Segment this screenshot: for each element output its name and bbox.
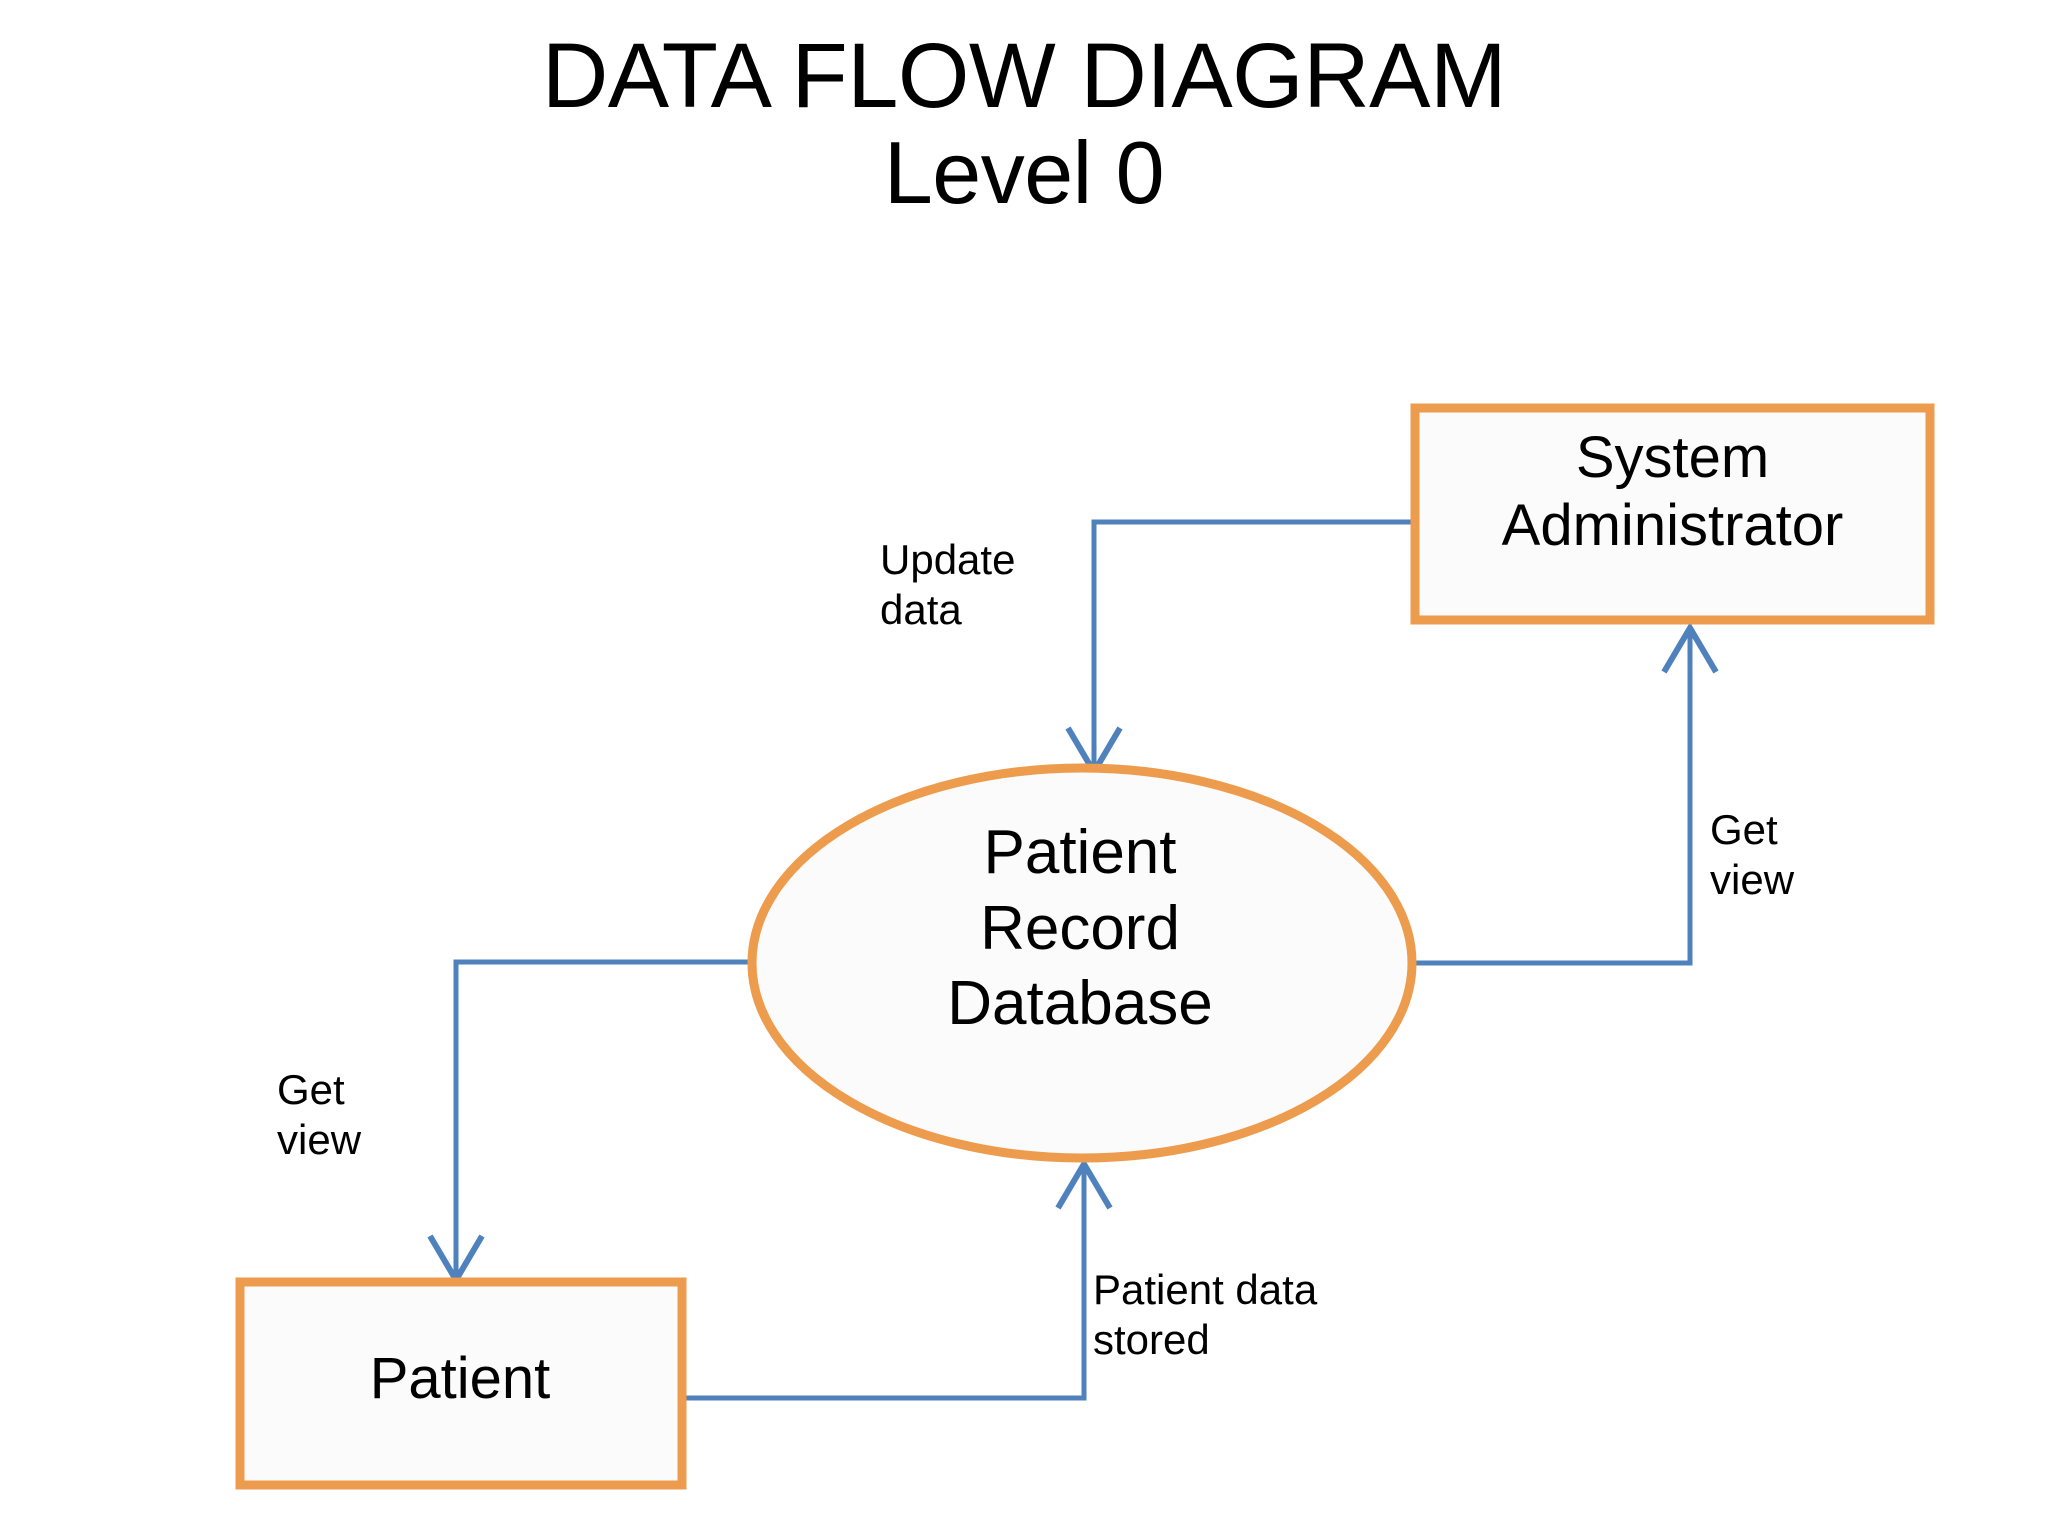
node-patient[interactable] (235, 1277, 687, 1490)
flow-update-data-connector[interactable] (1065, 519, 1415, 778)
title-line-1: DATA FLOW DIAGRAM (541, 25, 1507, 127)
flow-get-view-admin-arrowhead (1661, 622, 1719, 674)
title-line-2: Level 0 (883, 122, 1165, 222)
flow-get-view-admin-line (1412, 632, 1693, 966)
page-title: DATA FLOW DIAGRAM Level 0 (0, 25, 2048, 222)
node-layer (235, 403, 1935, 1490)
flow-patient-data-stored-arrowhead (1055, 1158, 1113, 1210)
flow-update-data-line (1091, 519, 1415, 768)
node-system-administrator[interactable] (1410, 403, 1935, 625)
flow-get-view-patient-line (453, 959, 752, 1276)
node-patient-record-database[interactable] (747, 763, 1417, 1163)
flow-get-view-patient-connector[interactable] (427, 959, 752, 1286)
flow-patient-data-stored-line (682, 1168, 1087, 1401)
flow-patient-data-stored-connector[interactable] (682, 1158, 1113, 1401)
flow-get-view-admin-connector[interactable] (1412, 622, 1719, 966)
